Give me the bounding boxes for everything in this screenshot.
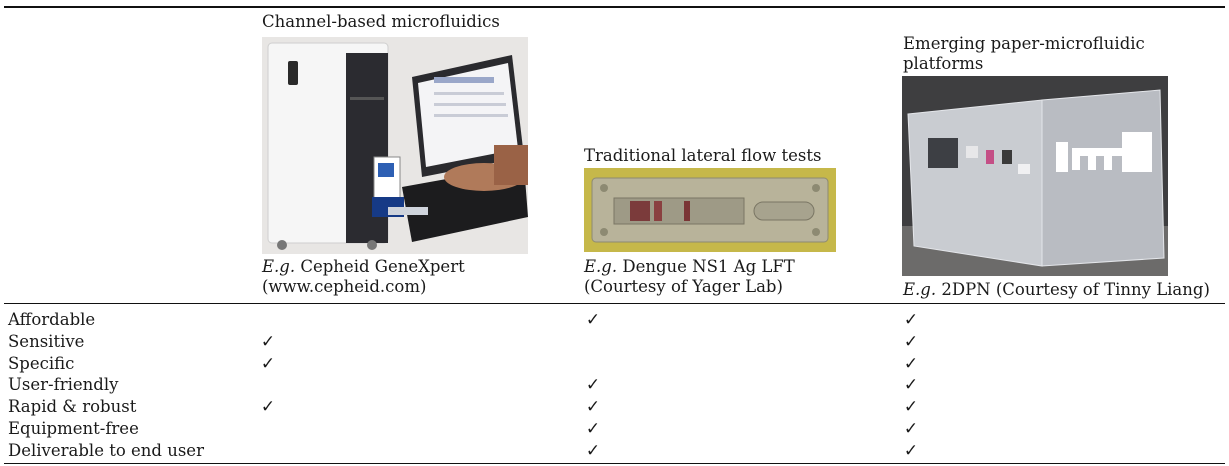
- column-heading-paper-line2: platforms: [903, 54, 984, 73]
- caption-channel-source: (www.cepheid.com): [262, 277, 427, 296]
- caption-text: Cepheid GeneXpert: [295, 257, 465, 276]
- caption-channel: E.g. Cepheid GeneXpert: [262, 257, 465, 277]
- caption-eg: E.g.: [262, 257, 296, 276]
- check-mark-icon: ✓: [260, 331, 276, 352]
- check-mark-icon: ✓: [585, 440, 601, 461]
- check-mark-icon: ✓: [585, 310, 601, 330]
- check-mark-icon: ✓: [260, 397, 276, 418]
- criterion-label: Affordable: [8, 310, 96, 329]
- check-mark-icon: ✓: [585, 419, 601, 439]
- table-bottom-rule: [4, 463, 1225, 464]
- caption-text: Dengue NS1 Ag LFT: [617, 257, 795, 276]
- caption-lateral-flow-source: (Courtesy of Yager Lab): [584, 277, 783, 296]
- check-mark-icon: ✓: [903, 419, 919, 439]
- criterion-label: Deliverable to end user: [8, 440, 204, 460]
- 2dpn-card-photo: [902, 76, 1168, 276]
- column-heading-channel: Channel-based microfluidics: [262, 12, 500, 31]
- caption-paper: E.g. 2DPN (Courtesy of Tinny Liang): [903, 280, 1210, 300]
- check-mark-icon: ✓: [585, 375, 601, 396]
- criterion-label: Rapid & robust: [8, 397, 137, 417]
- check-mark-icon: ✓: [260, 353, 276, 374]
- check-mark-icon: ✓: [903, 331, 919, 352]
- check-mark-icon: ✓: [585, 397, 601, 418]
- caption-lateral-flow: E.g. Dengue NS1 Ag LFT: [584, 257, 795, 277]
- check-mark-icon: ✓: [903, 440, 919, 461]
- header-rule: [4, 303, 1225, 304]
- check-mark-icon: ✓: [903, 353, 919, 374]
- caption-text: 2DPN (Courtesy of Tinny Liang): [936, 280, 1210, 299]
- criterion-label: Sensitive: [8, 331, 85, 351]
- column-heading-paper-line1: Emerging paper-microfluidic: [903, 34, 1145, 53]
- criterion-label: Specific: [8, 353, 75, 373]
- genexpert-instrument-photo: [262, 37, 528, 254]
- check-mark-icon: ✓: [903, 375, 919, 396]
- criterion-label: Equipment-free: [8, 419, 139, 438]
- table-top-rule: [4, 6, 1225, 8]
- check-mark-icon: ✓: [903, 310, 919, 330]
- column-heading-lateral-flow: Traditional lateral flow tests: [584, 146, 822, 165]
- criterion-label: User-friendly: [8, 375, 119, 395]
- caption-eg: E.g.: [584, 257, 618, 276]
- caption-eg: E.g.: [903, 280, 937, 299]
- lateral-flow-strip-photo: [584, 168, 836, 252]
- check-mark-icon: ✓: [903, 397, 919, 418]
